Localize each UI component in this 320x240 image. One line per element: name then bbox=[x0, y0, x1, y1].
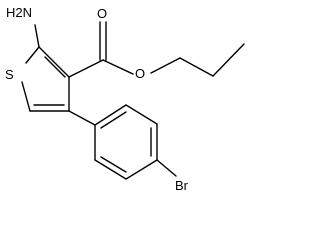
bond-ph4-br bbox=[156, 159, 177, 177]
sulfur-label: S bbox=[5, 67, 14, 82]
bond-c2-c3 bbox=[38, 46, 70, 78]
bond-carbonyl-ester-o bbox=[102, 59, 134, 75]
carbonyl-oxygen-label: O bbox=[97, 6, 107, 21]
bond-ph2-ph3 bbox=[125, 104, 158, 125]
bond-ester-o-ch2 bbox=[150, 57, 181, 74]
bond-c5-s bbox=[21, 81, 31, 112]
bond-s-c2 bbox=[25, 46, 40, 64]
bond-ph5-ph6-inner bbox=[100, 156, 127, 173]
bond-c4-phenyl bbox=[68, 110, 96, 126]
bond-ch2-ch3 bbox=[212, 43, 245, 77]
chemical-structure-diagram: H2N S O O Br bbox=[5, 5, 245, 193]
bond-ph5-ph6 bbox=[94, 159, 127, 180]
amino-label: H2N bbox=[6, 5, 32, 20]
bond-ch2-ch2 bbox=[179, 57, 214, 77]
bond-c3-carbonyl bbox=[68, 59, 104, 78]
bond-c2-c3-inner bbox=[44, 56, 66, 78]
bond-ph1-ph2 bbox=[94, 104, 127, 126]
bromine-label: Br bbox=[175, 178, 189, 193]
ester-oxygen-label: O bbox=[135, 66, 145, 81]
bond-c2-n bbox=[34, 24, 40, 48]
bond-ph1-ph2-inner bbox=[100, 111, 127, 129]
bond-ph4-ph5 bbox=[125, 159, 158, 180]
